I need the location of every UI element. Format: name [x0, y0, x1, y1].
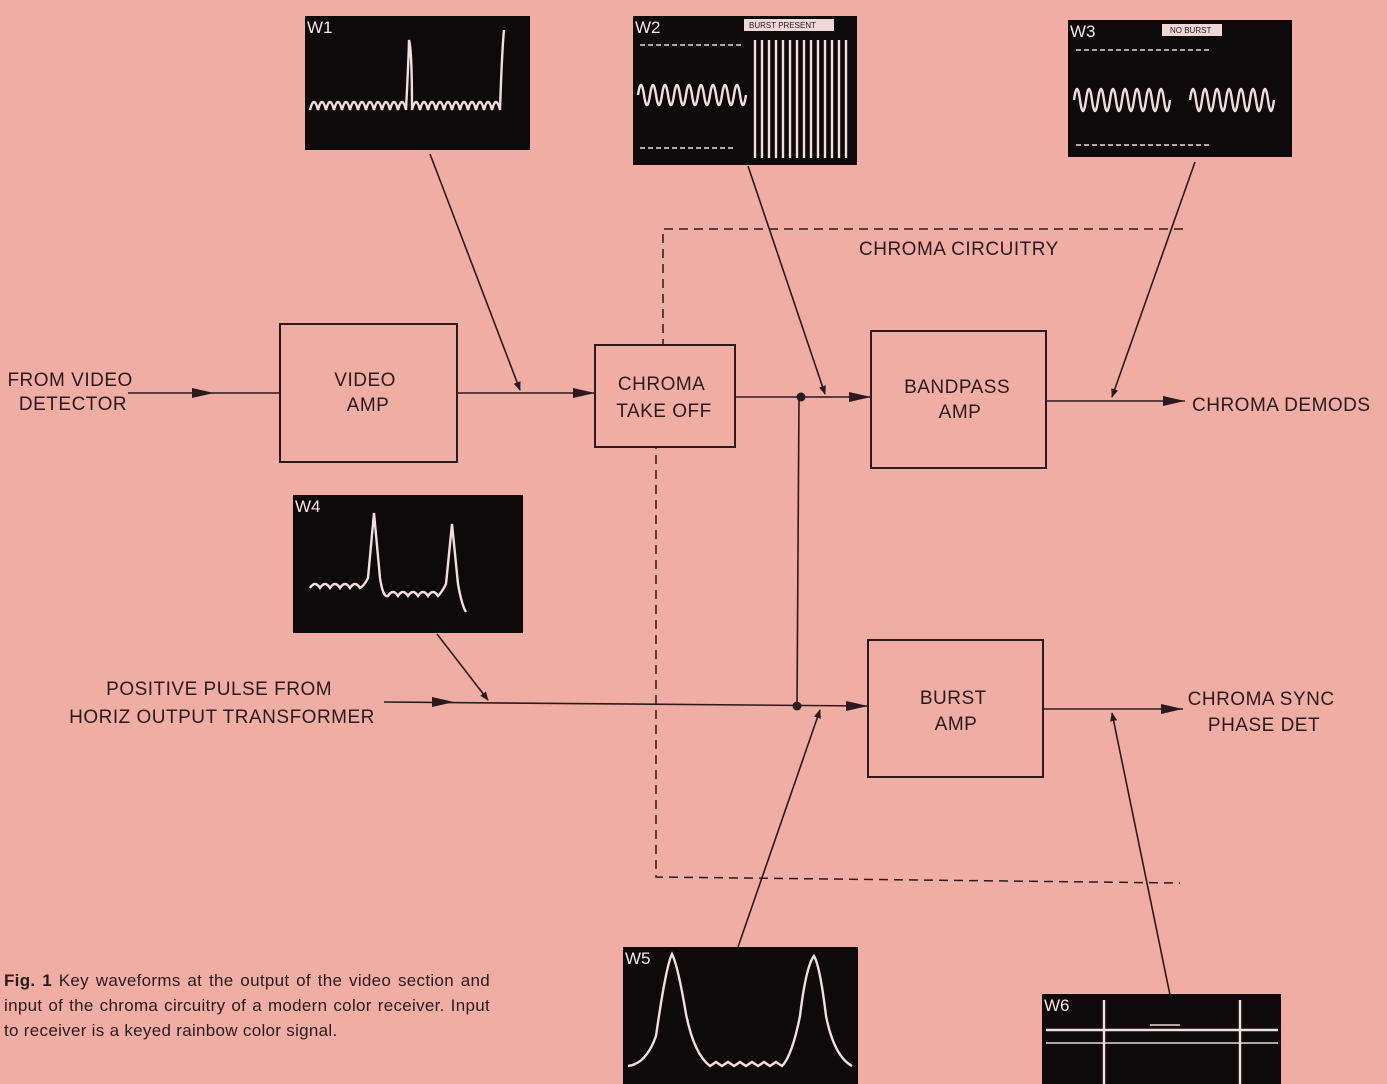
arrowhead	[432, 697, 454, 707]
svg-text:W4: W4	[295, 497, 321, 516]
waveform-w1: W1	[305, 16, 530, 150]
junction-dot	[797, 393, 806, 402]
svg-text:W6: W6	[1044, 996, 1070, 1015]
chroma-circuitry-label: CHROMA CIRCUITRY	[859, 239, 1059, 260]
arrowhead	[849, 392, 871, 402]
svg-text:W5: W5	[625, 949, 651, 968]
arrowhead	[192, 388, 214, 398]
arrowhead	[1163, 396, 1185, 406]
input-video-detector-label: FROM VIDEO DETECTOR	[7, 370, 138, 415]
input-pulse-label: POSITIVE PULSE FROM HORIZ OUTPUT TRANSFO…	[69, 679, 375, 728]
pointer-w2	[748, 166, 825, 394]
chroma-takeoff-block	[595, 345, 735, 447]
svg-text:W2: W2	[635, 18, 661, 37]
pointer-w4	[437, 634, 488, 700]
waveform-w4: W4	[293, 495, 523, 633]
svg-text:W1: W1	[307, 18, 333, 37]
figure-number: Fig. 1	[4, 971, 52, 990]
waveform-w3: W3 NO BURST	[1068, 20, 1292, 157]
signal-line-junction-vertical	[797, 397, 799, 706]
output-chroma-demods-label: CHROMA DEMODS	[1192, 395, 1371, 416]
waveform-w5: W5	[623, 947, 858, 1084]
video-amp-block	[280, 324, 457, 462]
svg-text:W3: W3	[1070, 22, 1096, 41]
pointer-w3	[1112, 162, 1195, 397]
figure-caption: Fig. 1 Key waveforms at the output of th…	[4, 968, 490, 1043]
svg-text:BURST PRESENT: BURST PRESENT	[749, 21, 816, 30]
caption-text: Key waveforms at the output of the video…	[4, 971, 490, 1040]
output-phase-det-label: CHROMA SYNC PHASE DET	[1188, 689, 1341, 736]
junction-dot	[793, 702, 802, 711]
arrowhead	[1161, 704, 1183, 714]
svg-text:NO BURST: NO BURST	[1170, 26, 1211, 35]
waveform-w6: W6	[1042, 994, 1281, 1084]
pointer-w6	[1112, 713, 1170, 995]
arrowhead	[846, 701, 868, 711]
waveform-w2: W2 BURST PRESENT	[633, 16, 857, 165]
bandpass-amp-block	[871, 331, 1046, 468]
arrowhead	[573, 388, 595, 398]
pointer-w5	[738, 710, 820, 947]
